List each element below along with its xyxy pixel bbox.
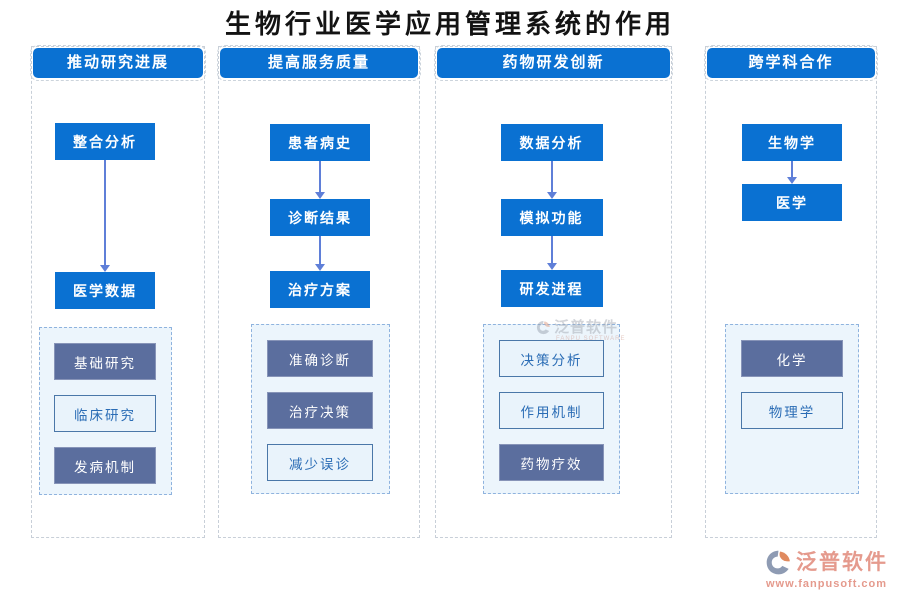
sub-panel-drug-rnd-innovation: 决策分析作用机制药物疗效 [483, 324, 620, 494]
flow-node: 治疗方案 [270, 271, 370, 308]
sub-node: 准确诊断 [266, 340, 374, 377]
column-header-drug-rnd-innovation: 药物研发创新 [434, 45, 673, 81]
arrow-down-icon [546, 236, 557, 270]
flow-node: 医学数据 [55, 272, 155, 309]
sub-node: 物理学 [740, 392, 844, 429]
column-header-service-quality: 提高服务质量 [217, 45, 421, 81]
arrow-down-icon [100, 160, 110, 272]
flow-node: 生物学 [742, 124, 842, 161]
column-header-research-progress: 推动研究进展 [30, 45, 206, 81]
flow-node: 数据分析 [500, 124, 603, 161]
sub-panel-service-quality: 准确诊断治疗决策减少误诊 [250, 324, 390, 494]
brand-logo: 泛普软件 www.fanpusoft.com [765, 549, 888, 590]
sub-node: 治疗决策 [266, 392, 374, 429]
arrow-down-icon [315, 236, 325, 271]
sub-node: 临床研究 [53, 395, 157, 432]
flow-node: 患者病史 [270, 124, 370, 161]
sub-node: 减少误诊 [266, 444, 374, 481]
column-research-progress: 推动研究进展整合分析医学数据基础研究临床研究发病机制 [30, 45, 206, 538]
watermark-logo-icon [536, 320, 551, 335]
sub-node: 化学 [740, 340, 844, 377]
flow-node: 诊断结果 [270, 199, 370, 236]
brand-logo-icon [765, 549, 792, 576]
arrow-down-icon [315, 161, 325, 199]
sub-node: 作用机制 [498, 392, 605, 429]
sub-panel-interdisciplinary: 化学物理学 [725, 324, 859, 494]
watermark: 泛普软件 FANPU SOFTWARE [536, 320, 625, 342]
watermark-text: 泛普软件 [554, 319, 619, 336]
arrow-down-icon [546, 161, 557, 199]
page-title: 生物行业医学应用管理系统的作用 [224, 10, 675, 39]
sub-node: 决策分析 [498, 340, 605, 377]
sub-node: 药物疗效 [498, 444, 605, 481]
sub-panel-research-progress: 基础研究临床研究发病机制 [38, 327, 172, 495]
watermark-subtext: FANPU SOFTWARE [556, 336, 626, 342]
column-service-quality: 提高服务质量患者病史诊断结果治疗方案准确诊断治疗决策减少误诊 [217, 45, 421, 538]
flow-node: 研发进程 [500, 270, 603, 307]
column-interdisciplinary: 跨学科合作生物学医学化学物理学 [704, 45, 878, 538]
brand-name: 泛普软件 [796, 551, 888, 574]
flow-node: 整合分析 [55, 123, 155, 160]
column-header-interdisciplinary: 跨学科合作 [704, 45, 878, 81]
flow-node: 医学 [742, 184, 842, 221]
flow-node: 模拟功能 [500, 199, 603, 236]
sub-node: 基础研究 [53, 343, 157, 380]
brand-url: www.fanpusoft.com [765, 578, 888, 590]
arrow-down-icon [787, 161, 797, 184]
sub-node: 发病机制 [53, 447, 157, 484]
column-drug-rnd-innovation: 药物研发创新数据分析模拟功能研发进程决策分析作用机制药物疗效 [434, 45, 673, 538]
